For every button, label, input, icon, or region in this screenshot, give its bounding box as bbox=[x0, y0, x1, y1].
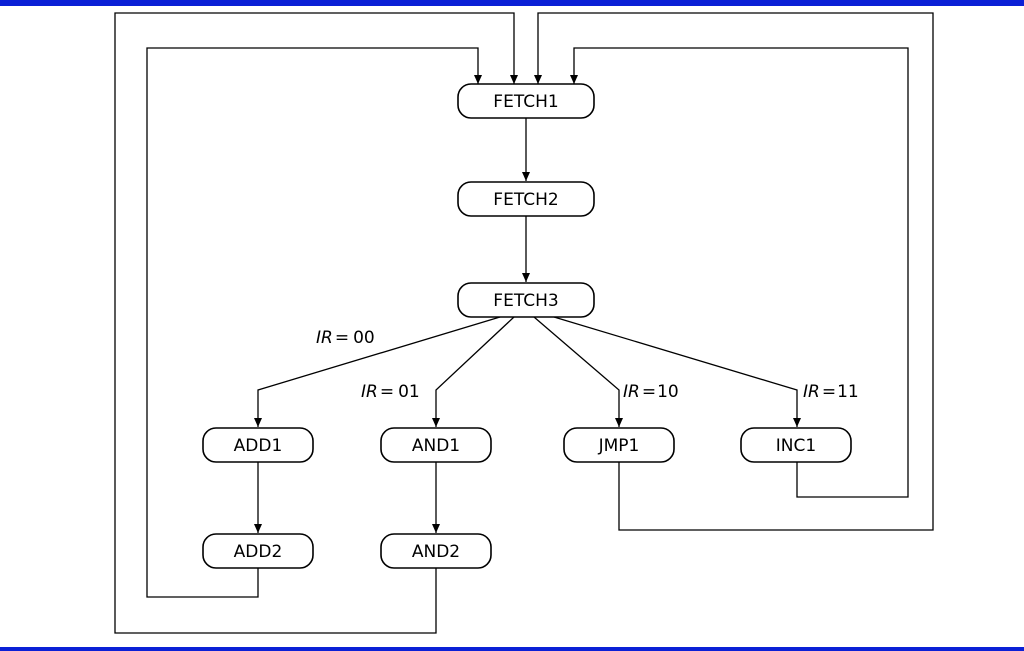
state-fetch3-label: FETCH3 bbox=[493, 291, 558, 311]
state-inc1-label: INC1 bbox=[776, 436, 816, 456]
state-fetch2-label: FETCH2 bbox=[493, 190, 558, 210]
state-and2: AND2 bbox=[380, 533, 492, 569]
condition-ir01: IR=01 bbox=[361, 382, 420, 402]
edge-fetch3-add1 bbox=[254, 316, 501, 427]
edge-inc1-fetch1 bbox=[570, 47, 909, 498]
condition-ir10: IR=10 bbox=[623, 382, 679, 402]
state-and1-label: AND1 bbox=[412, 436, 460, 456]
edge-jmp1-fetch1 bbox=[534, 12, 934, 531]
state-add1-label: ADD1 bbox=[234, 436, 283, 456]
edge-fetch3-jmp1 bbox=[533, 316, 623, 427]
state-add1: ADD1 bbox=[202, 427, 314, 463]
state-fetch3: FETCH3 bbox=[457, 282, 595, 318]
edge-and2-fetch1 bbox=[114, 12, 518, 634]
state-and2-label: AND2 bbox=[412, 542, 460, 562]
state-jmp1: JMP1 bbox=[563, 427, 675, 463]
bottom-frame-bar bbox=[0, 647, 1024, 651]
edge-add2-fetch1 bbox=[146, 47, 482, 598]
edges bbox=[114, 12, 934, 634]
state-jmp1-label: JMP1 bbox=[598, 436, 640, 456]
edge-fetch3-and1 bbox=[432, 316, 515, 427]
state-add2-label: ADD2 bbox=[234, 542, 283, 562]
state-fetch1: FETCH1 bbox=[457, 83, 595, 119]
state-and1: AND1 bbox=[380, 427, 492, 463]
condition-labels: IR=00 IR=01 IR=10 IR=11 bbox=[316, 328, 859, 402]
top-frame-bar bbox=[0, 0, 1024, 6]
condition-ir11: IR=11 bbox=[803, 382, 859, 402]
state-fetch1-label: FETCH1 bbox=[493, 92, 558, 112]
state-inc1: INC1 bbox=[740, 427, 852, 463]
edge-fetch3-inc1 bbox=[553, 316, 801, 427]
state-add2: ADD2 bbox=[202, 533, 314, 569]
condition-ir00: IR=00 bbox=[316, 328, 375, 348]
state-fetch2: FETCH2 bbox=[457, 181, 595, 217]
